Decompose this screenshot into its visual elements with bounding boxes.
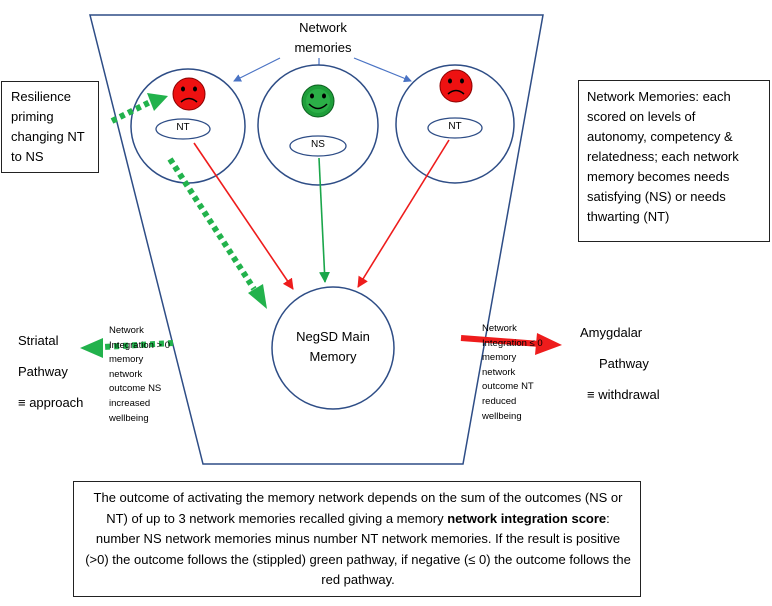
resilience-dotted-arrowhead <box>147 93 168 111</box>
bottom-caption-text: The outcome of activating the memory net… <box>84 488 632 591</box>
dotted-arrowhead-left-to-main <box>248 284 267 309</box>
sad-face-icon <box>439 69 473 103</box>
network-memories-info-box: Network Memories: each scored on levels … <box>578 80 770 242</box>
striatal-dotted-arrowhead <box>80 338 103 358</box>
main-memory-label: NegSD Main Memory <box>296 329 370 364</box>
striatal-pathway-line-2: Pathway <box>18 364 68 379</box>
memory-label-left: NT <box>176 122 190 133</box>
amygdalar-pathway-line-3: ≡ withdrawal <box>587 387 660 402</box>
memory-label-ellipse-center <box>289 135 347 157</box>
striatal-pathway-line-1: Striatal <box>18 333 59 348</box>
resilience-dotted-arrow <box>110 99 152 124</box>
blue-arrow-right <box>353 57 412 83</box>
dotted-arrow-left-to-main <box>167 157 257 291</box>
blue-arrow-left <box>233 57 281 82</box>
network-integration-positive-text: Network Integration > 0 memory network o… <box>109 325 171 424</box>
amygdalar-pathway-line-2: Pathway <box>599 356 649 371</box>
main-memory-circle <box>271 286 395 410</box>
red-arrow-left-to-main <box>193 142 294 290</box>
memory-label-right: NT <box>448 121 462 132</box>
network-memories-info-text: Network Memories: each scored on levels … <box>587 89 739 224</box>
red-arrow-right-to-main <box>357 139 450 288</box>
sad-face-icon <box>172 77 206 111</box>
amygdalar-pathway-line-1: Amygdalar <box>580 325 643 340</box>
striatal-pathway-line-3: ≡ approach <box>18 395 84 410</box>
green-arrow-center-to-main <box>318 157 331 283</box>
caption-part-2: : number NS network memories minus numbe… <box>85 510 631 588</box>
caption-bold-term: network integration score <box>447 510 607 526</box>
memory-label-ellipse-right <box>427 117 483 139</box>
amygdalar-red-arrow <box>460 335 541 347</box>
caption-part-1: The outcome of activating the memory net… <box>93 490 623 526</box>
memory-funnel <box>89 14 544 465</box>
happy-face-icon <box>301 84 335 118</box>
amygdalar-red-arrowhead <box>535 333 562 355</box>
resilience-box: Resilience priming changing NT to NS <box>1 81 99 173</box>
bottom-caption-box: The outcome of activating the memory net… <box>73 481 641 597</box>
resilience-box-text: Resilience priming changing NT to NS <box>11 89 85 164</box>
memory-circle-center <box>257 64 379 186</box>
memory-label-ellipse-left <box>155 118 211 140</box>
network-integration-negative-text: Network Integration ≤ 0 memory network o… <box>482 323 543 422</box>
striatal-dotted-arrow <box>102 340 174 350</box>
network-memories-title: Network memories <box>294 20 352 55</box>
memory-label-center: NS <box>311 139 325 150</box>
